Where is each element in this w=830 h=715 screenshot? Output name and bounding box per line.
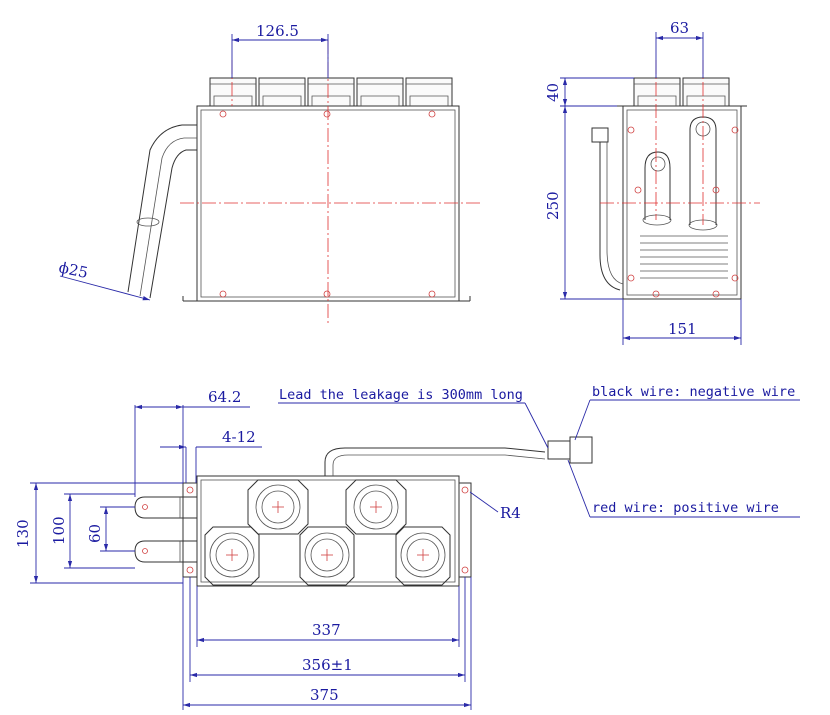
bottom-view: 64.2 4-12 R4 130 100 60 337 356±1 — [14, 384, 800, 710]
dim-bottom-holes: 4-12 — [222, 428, 256, 446]
side-vents — [640, 235, 728, 279]
front-bolts — [219, 110, 436, 298]
front-top-ports — [209, 77, 453, 107]
dim-side-depth: 151 — [668, 320, 697, 338]
front-pipe-inner — [149, 149, 197, 299]
bottom-body — [196, 475, 460, 587]
front-view: 126.5 ϕ25 — [57, 22, 482, 325]
dim-pipe-diameter: ϕ25 — [57, 258, 89, 282]
side-body — [622, 105, 742, 300]
side-pipe-left — [644, 151, 671, 220]
dim-width-375: 375 — [310, 686, 339, 704]
dim-width-337: 337 — [312, 621, 341, 639]
dim-bottom-radius: R4 — [500, 504, 521, 522]
dim-width-356: 356±1 — [302, 656, 353, 674]
dim-front-width: 126.5 — [256, 22, 299, 40]
dim-side-height-top: 40 — [544, 83, 562, 102]
dim-side-width-top: 63 — [670, 19, 689, 37]
bottom-ports — [204, 479, 451, 586]
dim-side-height: 250 — [544, 191, 562, 220]
side-wire — [599, 142, 621, 291]
bottom-pipes — [134, 496, 197, 563]
dim-height-100: 100 — [50, 516, 68, 545]
wire-connector — [547, 440, 571, 460]
note-red-wire: red wire: positive wire — [592, 500, 779, 516]
note-black-wire: black wire: negative wire — [592, 384, 795, 400]
side-view: 63 40 250 151 — [544, 19, 760, 345]
front-pipe-outer — [127, 124, 197, 293]
dim-height-60: 60 — [86, 524, 104, 543]
dim-bottom-offset: 64.2 — [208, 388, 241, 406]
note-lead-length: Lead the leakage is 300mm long — [279, 387, 523, 403]
dim-height-130: 130 — [14, 519, 32, 548]
